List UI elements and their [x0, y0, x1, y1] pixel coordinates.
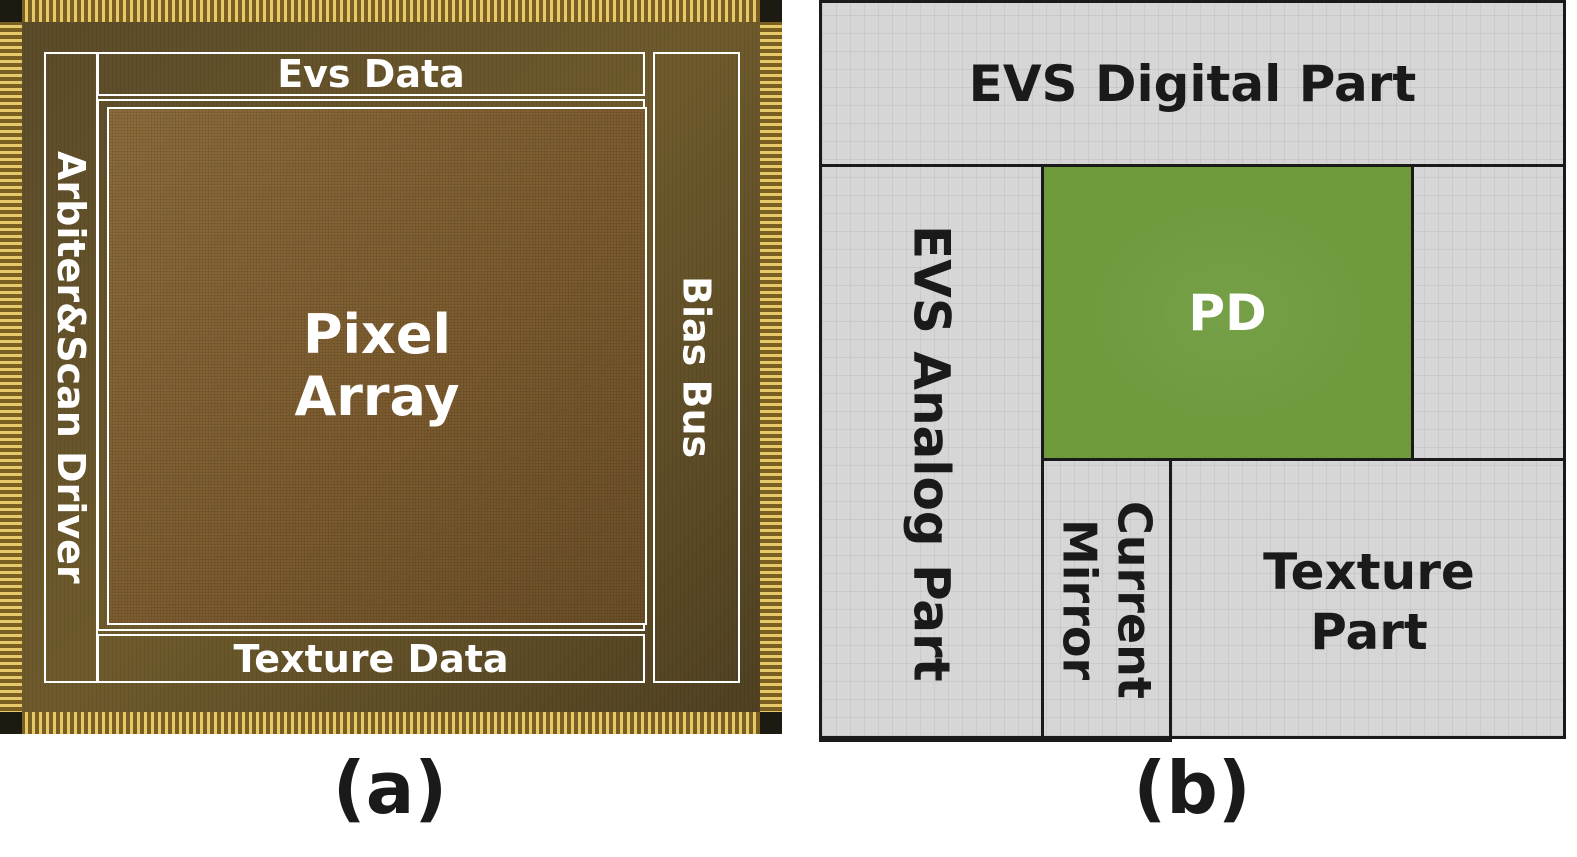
- evs-digital-part-label: EVS Digital Part: [968, 54, 1417, 113]
- chip-corner: [760, 712, 782, 734]
- pd-region: PD: [1041, 164, 1414, 461]
- evs-data-label: Evs Data: [277, 52, 465, 96]
- texture-part-region: Texture Part: [1169, 458, 1566, 742]
- evs-data-block: Evs Data: [97, 52, 645, 96]
- texture-part-label-line2: Part: [1310, 602, 1428, 661]
- pixel-array-label-line2: Array: [294, 365, 460, 428]
- bond-pads-left: [0, 18, 22, 716]
- bias-bus-block: Bias Bus: [653, 52, 740, 683]
- pixel-layout: EVS Digital Part EVS Analog Part PD Curr…: [819, 0, 1566, 742]
- texture-data-label: Texture Data: [233, 636, 509, 681]
- pd-label: PD: [1188, 283, 1267, 342]
- bond-pads-bottom: [18, 712, 764, 734]
- current-mirror-label-line1: Current: [1107, 501, 1162, 699]
- evs-analog-part-region: EVS Analog Part: [819, 164, 1044, 742]
- chip-corner: [0, 712, 22, 734]
- bond-pads-right: [760, 18, 782, 716]
- arbiter-scan-driver-block: Arbiter&Scan Driver: [44, 52, 98, 683]
- pixel-array-label-line1: Pixel: [302, 302, 452, 366]
- pixel-array-block: Pixel Array: [107, 107, 647, 625]
- arbiter-scan-driver-label: Arbiter&Scan Driver: [49, 151, 93, 584]
- chip-corner: [760, 0, 782, 22]
- texture-part-label-line1: Texture: [1263, 542, 1475, 601]
- current-mirror-region: Current Mirror: [1041, 458, 1172, 742]
- texture-data-block: Texture Data: [97, 634, 645, 683]
- current-mirror-label-line2: Mirror: [1052, 519, 1107, 681]
- bias-bus-label: Bias Bus: [674, 276, 719, 459]
- evs-digital-part-region: EVS Digital Part: [819, 0, 1566, 167]
- caption-b: (b): [1133, 746, 1251, 830]
- chip-micrograph: Arbiter&Scan Driver Evs Data Pixel Array…: [0, 0, 782, 734]
- evs-analog-part-label: EVS Analog Part: [902, 224, 961, 682]
- chip-corner: [0, 0, 22, 22]
- bond-pads-top: [18, 0, 764, 22]
- caption-a: (a): [332, 746, 448, 830]
